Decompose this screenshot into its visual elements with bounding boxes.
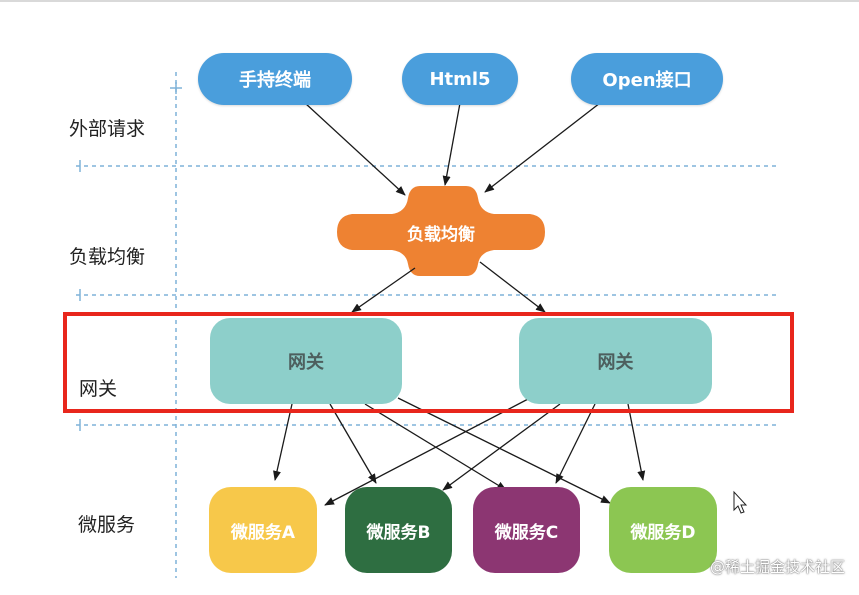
arrow-lb-to-gateway-left	[351, 267, 416, 313]
layer-label-load-balance: 负载均衡	[69, 246, 146, 268]
layer-divider-1	[76, 160, 780, 172]
arrow-open-to-lb	[484, 102, 601, 193]
client-open-api-node: Open接口	[571, 53, 723, 105]
service-b-node: 微服务B	[345, 487, 452, 573]
arrow-mobile-to-lb	[304, 102, 406, 196]
gateway-right-node: 网关	[519, 318, 712, 404]
axis-ticks	[170, 82, 182, 94]
service-a-node: 微服务A	[209, 487, 317, 573]
layer-label-microservice: 微服务	[78, 514, 136, 536]
layer-divider-3	[76, 419, 780, 431]
arrow-gwr-to-c	[442, 403, 561, 491]
gateway-highlight-box	[63, 312, 794, 413]
arrow-gwl-to-b	[329, 403, 377, 484]
arrow-gwr-to-d2	[627, 403, 646, 481]
arrow-lb-to-gateway-right	[479, 261, 546, 313]
arrow-gwl-to-a	[273, 403, 293, 481]
arrow-gwl-to-d	[397, 397, 611, 504]
layer-label-external: 外部请求	[69, 118, 146, 140]
watermark-text: @稀土掘金技术社区	[709, 558, 845, 576]
layer-label-gateway: 网关	[79, 378, 118, 400]
load-balancer-shape	[337, 186, 545, 276]
service-d-node: 微服务D	[609, 487, 717, 573]
gateway-left-node: 网关	[210, 318, 402, 404]
service-c-node: 微服务C	[473, 487, 580, 573]
arrow-html5-to-lb	[442, 102, 461, 186]
client-html5-node: Html5	[402, 53, 518, 105]
layer-divider-2	[76, 289, 780, 301]
cursor-icon	[733, 490, 748, 514]
arrow-gwr-to-d1	[555, 403, 596, 484]
window-top-border	[0, 0, 859, 2]
load-balancer-label: 负载均衡	[407, 224, 475, 245]
client-mobile-node: 手持终端	[198, 53, 352, 105]
